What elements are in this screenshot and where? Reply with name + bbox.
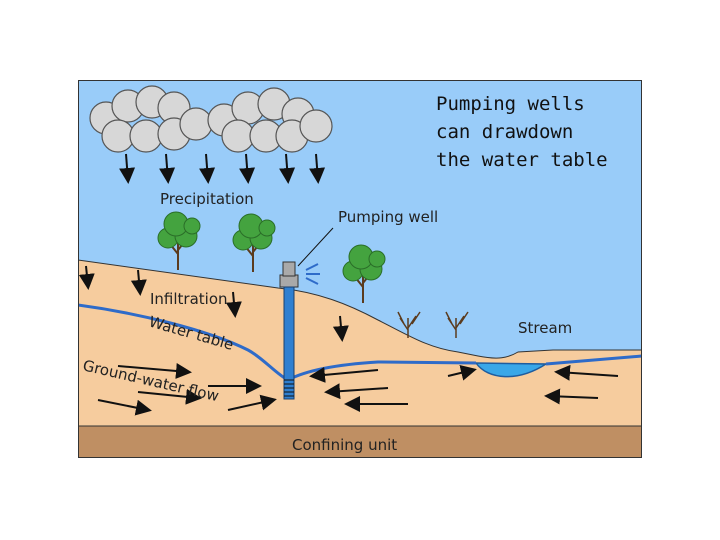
confining-unit bbox=[78, 426, 642, 458]
ground bbox=[78, 259, 642, 458]
infiltration-arrows bbox=[78, 265, 349, 342]
pumping-well-label: Pumping well bbox=[338, 208, 438, 226]
precipitation-label: Precipitation bbox=[160, 190, 254, 208]
shrubs bbox=[397, 311, 469, 338]
confining-unit-label: Confining unit bbox=[292, 436, 397, 454]
stream-water bbox=[474, 362, 549, 378]
groundwater-flow-arrows bbox=[97, 363, 619, 416]
title-line-2: can drawdown bbox=[436, 121, 573, 143]
title-line-1: Pumping wells bbox=[436, 93, 585, 115]
rain-arrows bbox=[119, 153, 326, 184]
pumping-well bbox=[279, 261, 320, 400]
groundwater-diagram: Pumping wells can drawdown the water tab… bbox=[78, 80, 642, 458]
pumping-well-pointer bbox=[297, 227, 334, 267]
infiltration-label: Infiltration bbox=[150, 290, 228, 308]
diagram-border bbox=[78, 80, 642, 458]
stream-label: Stream bbox=[518, 319, 572, 337]
title-line-3: the water table bbox=[436, 149, 608, 171]
